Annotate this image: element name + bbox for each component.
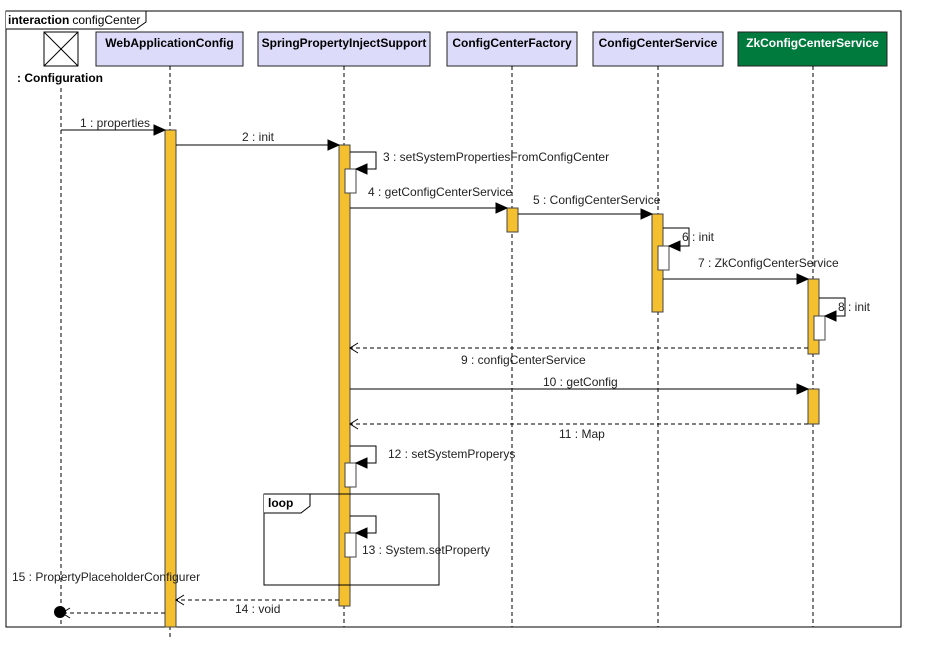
participant-box [95,31,244,67]
open-arrowhead-icon [349,342,359,354]
arrowhead-icon [354,527,368,539]
self-call-line [350,515,377,534]
message-label: 6 : init [682,230,715,244]
participant-springpropertyinjectsupport: SpringPropertyInjectSupport [257,31,431,67]
actor-cross-line [43,31,79,67]
nested-activation-box [813,315,826,341]
message-label: 9 : configCenterService [461,353,586,367]
arrowhead-icon [796,273,810,285]
message-label: 8 : init [838,300,871,314]
self-call-line [350,445,377,464]
self-call-line [350,151,377,170]
activation-bar [164,129,177,628]
nested-activation-box [344,168,357,194]
actor-label: : Configuration [17,71,103,85]
open-arrowhead-icon [349,418,359,430]
message-label: 15 : PropertyPlaceholderConfigurer [12,570,200,584]
loop-keyword: loop [268,496,293,510]
message-label: 1 : properties [80,116,150,130]
frame-tab [6,10,147,30]
participant-label: ConfigCenterService [599,36,718,50]
frame-name: configCenter [72,13,140,27]
arrowhead-icon [327,139,341,151]
participant-configcenterservice: ConfigCenterService [592,31,724,67]
activation-bar [506,207,519,233]
arrowhead-icon [823,310,837,322]
participant-configcenterfactory: ConfigCenterFactory [446,31,578,67]
message-label: 11 : Map [559,427,605,441]
message-label: 14 : void [235,602,280,616]
participant-label: SpringPropertyInjectSupport [262,36,427,50]
arrowhead-icon [796,383,810,395]
activation-bars [164,129,820,628]
activation-bar [807,388,820,425]
activation-bar [338,144,351,607]
open-arrowhead-icon [175,594,185,606]
message-label: 10 : getConfig [543,375,618,389]
nested-activation-box [344,462,357,488]
message-label: 3 : setSystemPropertiesFromConfigCenter [383,150,609,164]
interaction-frame [5,10,902,628]
message-label: 12 : setSystemProperys [388,447,515,461]
arrowhead-icon [640,208,654,220]
loop-fragment: loop [263,493,440,586]
loop-frame [263,493,440,586]
arrowhead-icon [354,163,368,175]
message-label: 5 : ConfigCenterService [533,193,661,207]
nested-activation-box [344,532,357,558]
arrowhead-icon [667,240,681,252]
participant-webapplicationconfig: WebApplicationConfig [95,31,244,67]
self-call-line [663,227,690,247]
message-label: 4 : getConfigCenterService [368,185,512,199]
loop-tab [264,493,311,514]
arrowhead-icon [354,457,368,469]
self-call-line [819,297,846,317]
found-message-dot-icon [54,606,66,618]
actor-configuration: : Configuration [17,31,103,85]
arrowhead-icon [495,202,509,214]
participant-label: WebApplicationConfig [105,36,233,50]
message-label: 7 : ZkConfigCenterService [698,256,839,270]
participant-label: ConfigCenterFactory [452,36,572,50]
participant-zkconfigcenterservice: ZkConfigCenterService [737,31,888,67]
nested-activation-box [657,245,670,271]
message-label: 2 : init [242,130,275,144]
arrowhead-icon [153,124,167,136]
participant-label: ZkConfigCenterService [746,36,879,50]
frame-keyword: interaction [8,13,69,27]
message-label: 13 : System.setProperty [362,543,490,557]
